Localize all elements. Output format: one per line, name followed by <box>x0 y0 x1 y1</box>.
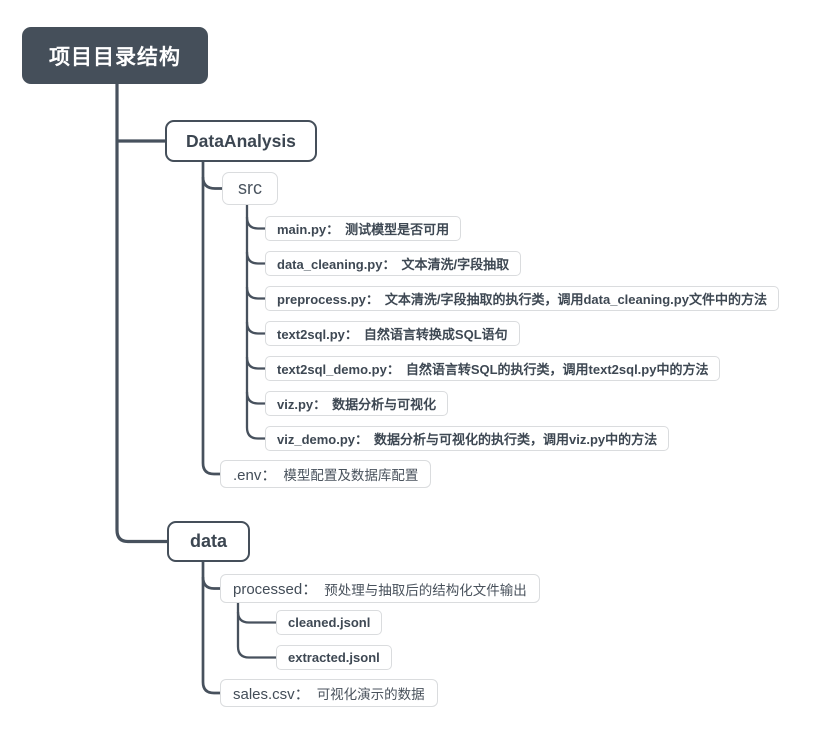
file-name: extracted.jsonl <box>288 650 380 665</box>
file-desc: 文本清洗/字段抽取 <box>401 257 510 272</box>
file-name: .env： <box>233 466 277 484</box>
node-env[interactable]: .env： 模型配置及数据库配置 <box>220 460 432 488</box>
file-name: viz_demo.py： <box>277 432 369 447</box>
file-desc: 数据分析与可视化 <box>332 397 437 412</box>
node-processed[interactable]: processed： 预处理与抽取后的结构化文件输出 <box>220 574 540 603</box>
node-viz-py[interactable]: viz.py： 数据分析与可视化 <box>265 391 449 416</box>
node-extracted-jsonl[interactable]: extracted.jsonl <box>276 645 392 670</box>
node-data[interactable]: data <box>167 521 251 562</box>
file-name: data_cleaning.py： <box>277 257 396 272</box>
file-name: text2sql.py： <box>277 327 358 342</box>
file-name: viz.py： <box>277 397 327 412</box>
folder-name: processed： <box>233 581 318 598</box>
file-name: sales.csv： <box>233 685 310 703</box>
node-preprocess-py[interactable]: preprocess.py： 文本清洗/字段抽取的执行类，调用data_clea… <box>265 286 779 311</box>
node-cleaned-jsonl[interactable]: cleaned.jsonl <box>276 610 383 635</box>
node-text2sql-py[interactable]: text2sql.py： 自然语言转换成SQL语句 <box>265 321 520 346</box>
file-desc: 可视化演示的数据 <box>316 687 425 702</box>
file-desc: 数据分析与可视化的执行类，调用viz.py中的方法 <box>374 432 658 447</box>
folder-desc: 预处理与抽取后的结构化文件输出 <box>324 582 527 598</box>
node-sales-csv[interactable]: sales.csv： 可视化演示的数据 <box>220 679 438 707</box>
file-name: preprocess.py： <box>277 292 379 307</box>
node-data-cleaning-py[interactable]: data_cleaning.py： 文本清洗/字段抽取 <box>265 251 522 276</box>
file-desc: 测试模型是否可用 <box>345 222 450 237</box>
node-project-root[interactable]: 项目目录结构 <box>22 27 208 84</box>
node-main-py[interactable]: main.py： 测试模型是否可用 <box>265 216 462 241</box>
file-desc: 自然语言转换成SQL语句 <box>363 327 508 342</box>
file-desc: 模型配置及数据库配置 <box>283 468 419 483</box>
file-desc: 文本清洗/字段抽取的执行类，调用data_cleaning.py文件中的方法 <box>384 292 767 307</box>
file-name: cleaned.jsonl <box>288 615 371 630</box>
file-name: text2sql_demo.py： <box>277 362 400 377</box>
node-src[interactable]: src <box>222 172 278 205</box>
node-viz-demo-py[interactable]: viz_demo.py： 数据分析与可视化的执行类，调用viz.py中的方法 <box>265 426 670 451</box>
file-name: main.py： <box>277 222 340 237</box>
file-desc: 自然语言转SQL的执行类，调用text2sql.py中的方法 <box>405 362 709 377</box>
node-text2sql-demo-py[interactable]: text2sql_demo.py： 自然语言转SQL的执行类，调用text2sq… <box>265 356 721 381</box>
node-dataanalysis[interactable]: DataAnalysis <box>165 120 317 162</box>
